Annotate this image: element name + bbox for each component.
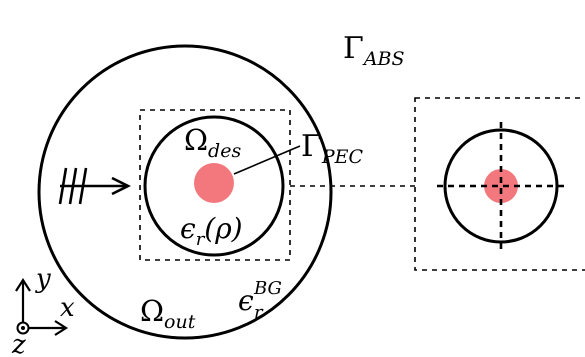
gamma-abs-label: ΓABS bbox=[343, 31, 405, 70]
z-out-of-page-icon bbox=[16, 321, 30, 335]
omega-des-label: Ωdes bbox=[184, 123, 241, 162]
design-region-circle bbox=[143, 115, 285, 257]
axis-z-label: z bbox=[11, 330, 26, 357]
design-region-dashed-box bbox=[139, 109, 291, 261]
axis-y-label: y bbox=[35, 264, 51, 294]
epsilon-rho-label: ϵr(ρ) bbox=[180, 212, 243, 250]
pec-leader-line bbox=[233, 145, 301, 175]
axis-x-label: x bbox=[60, 293, 75, 323]
gamma-pec-label: ΓPEC bbox=[301, 129, 363, 168]
epsilon-bg-label: ϵ r BG bbox=[238, 278, 282, 323]
svg-text:BG: BG bbox=[253, 278, 282, 299]
coordinate-axes-icon bbox=[15, 277, 69, 336]
svg-text:r: r bbox=[254, 302, 264, 323]
svg-text:ϵ: ϵ bbox=[238, 284, 254, 317]
omega-out-label: Ωout bbox=[140, 294, 196, 333]
absorbing-boundary-circle bbox=[37, 44, 333, 340]
zoom-inset-dashed-box bbox=[414, 97, 585, 271]
pec-core bbox=[194, 163, 234, 203]
zoom-inset-circle bbox=[443, 128, 559, 244]
zoom-inset-pec-core bbox=[484, 169, 518, 203]
plane-wave-arrow-icon bbox=[58, 167, 131, 205]
